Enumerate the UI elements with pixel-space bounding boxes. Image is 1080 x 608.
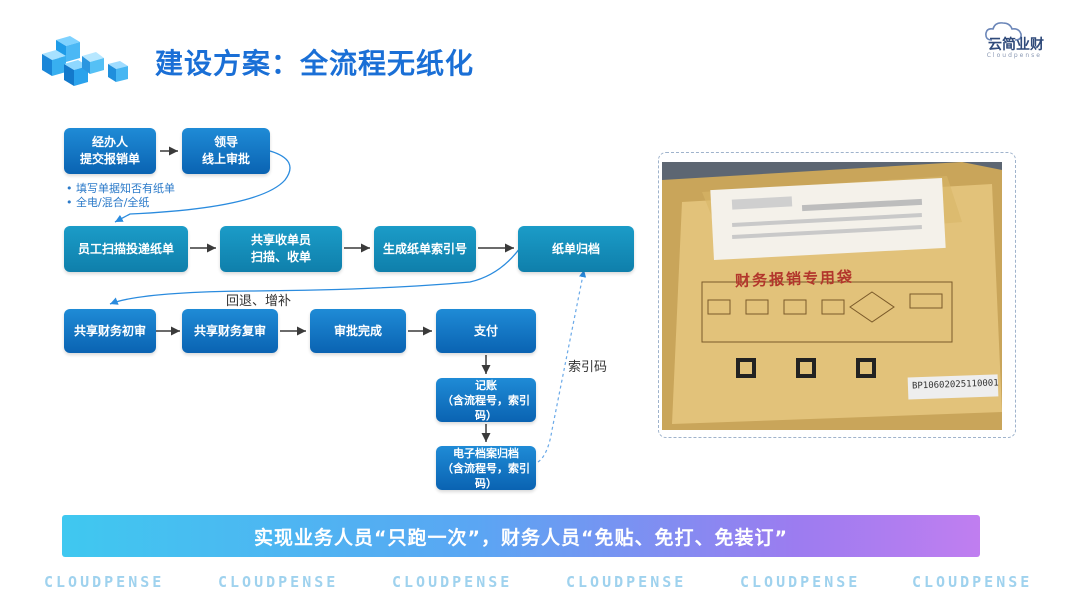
footer-brand-2: CLOUDPENSE — [218, 573, 339, 591]
footer-brand-1: CLOUDPENSE — [44, 573, 165, 591]
photo-frame — [658, 152, 1016, 438]
footer-brand-5: CLOUDPENSE — [740, 573, 861, 591]
envelope-photo — [662, 162, 1002, 430]
flow-step-bookkeeping: 记账 （含流程号，索引码） — [436, 378, 536, 422]
brand-logo-text: 云简业财 — [988, 37, 1044, 53]
envelope-title: 财务报销专用袋 — [734, 267, 855, 291]
page-title: 建设方案：全流程无纸化 — [155, 47, 475, 80]
flow-step-e-archive: 电子档案归档 （含流程号，索引码） — [436, 446, 536, 490]
flow-step-leader-approve: 领导 线上审批 — [182, 128, 270, 174]
flow-step-archive: 纸单归档 — [518, 226, 634, 272]
flow-step-approved: 审批完成 — [310, 309, 406, 353]
slogan-text: 实现业务人员“只跑一次”，财务人员“免贴、免打、免装订” — [254, 526, 788, 549]
flow-step-initial-review: 共享财务初审 — [64, 309, 156, 353]
return-supplement-label: 回退、增补 — [226, 294, 292, 309]
flow-step-payment: 支付 — [436, 309, 536, 353]
cloud-logo-icon — [985, 22, 1022, 41]
flow-step-second-review: 共享财务复审 — [182, 309, 278, 353]
footer-brand-6: CLOUDPENSE — [912, 573, 1033, 591]
index-code-label: 索引码 — [568, 360, 608, 375]
note-paper-mode: • 全电/混合/全纸 — [66, 196, 150, 209]
cubes-logo-icon — [42, 36, 128, 86]
note-paper-required: • 填写单据知否有纸单 — [66, 182, 175, 195]
flow-step-receive-scan: 共享收单员 扫描、收单 — [220, 226, 342, 272]
flow-step-scan-deliver: 员工扫描投递纸单 — [64, 226, 188, 272]
slogan-banner: 实现业务人员“只跑一次”，财务人员“免贴、免打、免装订” — [62, 515, 980, 557]
flow-step-submit: 经办人 提交报销单 — [64, 128, 156, 174]
flow-step-index-number: 生成纸单索引号 — [374, 226, 476, 272]
footer-brand-4: CLOUDPENSE — [566, 573, 687, 591]
footer-brand-3: CLOUDPENSE — [392, 573, 513, 591]
brand-logo-subtext: Cloudpense — [986, 52, 1042, 59]
